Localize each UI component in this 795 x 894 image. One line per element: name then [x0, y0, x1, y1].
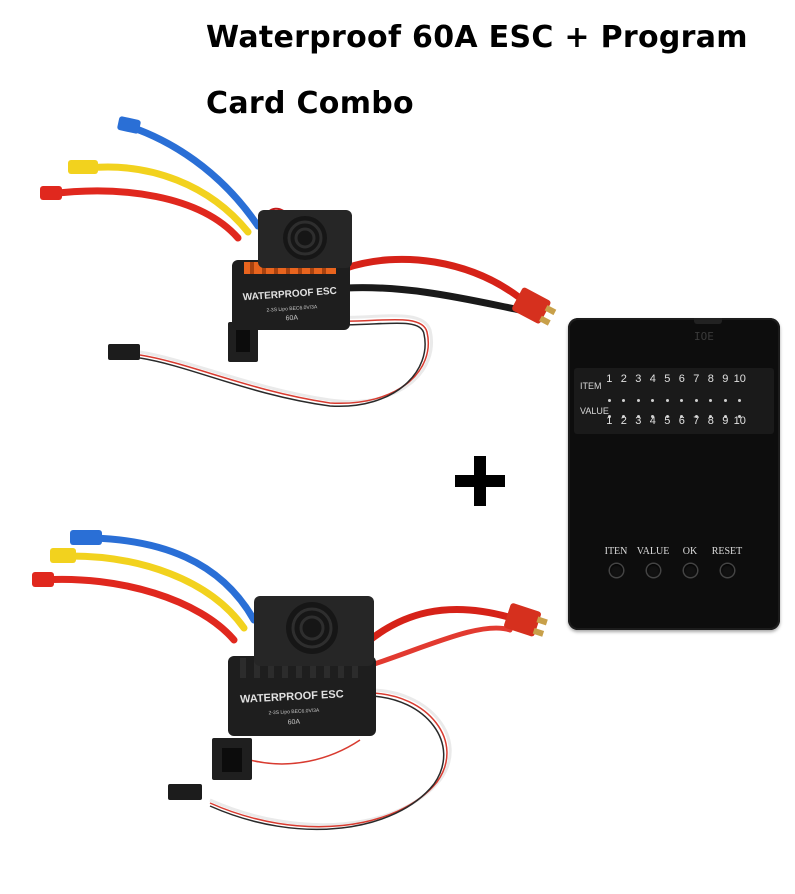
- esc-top-spec: 2-3S Lipo BEC6.0V/3A: [266, 304, 318, 314]
- esc-top-rating: 60A: [285, 315, 298, 323]
- ok-button-label: OK: [682, 546, 698, 557]
- esc-bottom-spec: 2-3S Lipo BEC6.0V/3A: [268, 708, 320, 717]
- item-number: 1: [606, 373, 613, 385]
- ok-button[interactable]: [684, 564, 697, 577]
- esc-bottom-label: WATERPROOF ESC: [240, 688, 344, 705]
- value-number: 5: [664, 415, 671, 427]
- item-number: 6: [678, 373, 685, 385]
- value-number: 8: [707, 415, 714, 427]
- esc-top: WATERPROOF ESC 2-3S Lipo BEC6.0V/3A 60A: [40, 116, 557, 407]
- value-number: 2: [620, 415, 627, 427]
- iten-button[interactable]: [610, 564, 623, 577]
- item-number: 8: [707, 373, 714, 385]
- value-number: 10: [733, 415, 746, 427]
- value-number: 1: [606, 415, 613, 427]
- item-numbers: 1 2 3 4 5 6 7 8 9 10: [602, 373, 747, 385]
- value-button-label: VALUE: [636, 546, 670, 557]
- page-title-line-2: Card Combo: [206, 86, 414, 121]
- value-button[interactable]: [647, 564, 660, 577]
- value-numbers: 1 2 3 4 5 6 7 8 9 10: [602, 415, 747, 427]
- item-number: 2: [620, 373, 627, 385]
- item-number: 10: [733, 373, 746, 385]
- item-number: 7: [693, 373, 700, 385]
- value-row-label: VALUE: [580, 406, 609, 416]
- card-top-mark: IOE: [694, 330, 714, 343]
- item-number: 9: [722, 373, 729, 385]
- item-number: 4: [649, 373, 656, 385]
- card-connector-notch: [694, 318, 722, 324]
- iten-button-label: ITEN: [604, 546, 628, 557]
- item-number: 3: [635, 373, 642, 385]
- item-number: 5: [664, 373, 671, 385]
- value-number: 7: [693, 415, 700, 427]
- value-number: 4: [649, 415, 656, 427]
- value-number: 3: [635, 415, 642, 427]
- reset-button[interactable]: [721, 564, 734, 577]
- program-card: IOE ITEM 1 2 3 4 5 6 7 8 9 10 VALUE 1 2 …: [568, 318, 780, 630]
- reset-button-label: RESET: [711, 546, 743, 557]
- esc-bottom-rating: 60A: [288, 719, 301, 727]
- value-number: 6: [678, 415, 685, 427]
- page-title-line-1: Waterproof 60A ESC + Program: [206, 20, 748, 55]
- item-row-label: ITEM: [580, 381, 602, 391]
- plus-icon-vertical: [474, 456, 486, 506]
- plus-icon: [455, 456, 505, 506]
- value-number: 9: [722, 415, 729, 427]
- esc-bottom: WATERPROOF ESC 2-3S Lipo BEC6.0V/3A 60A: [32, 530, 548, 831]
